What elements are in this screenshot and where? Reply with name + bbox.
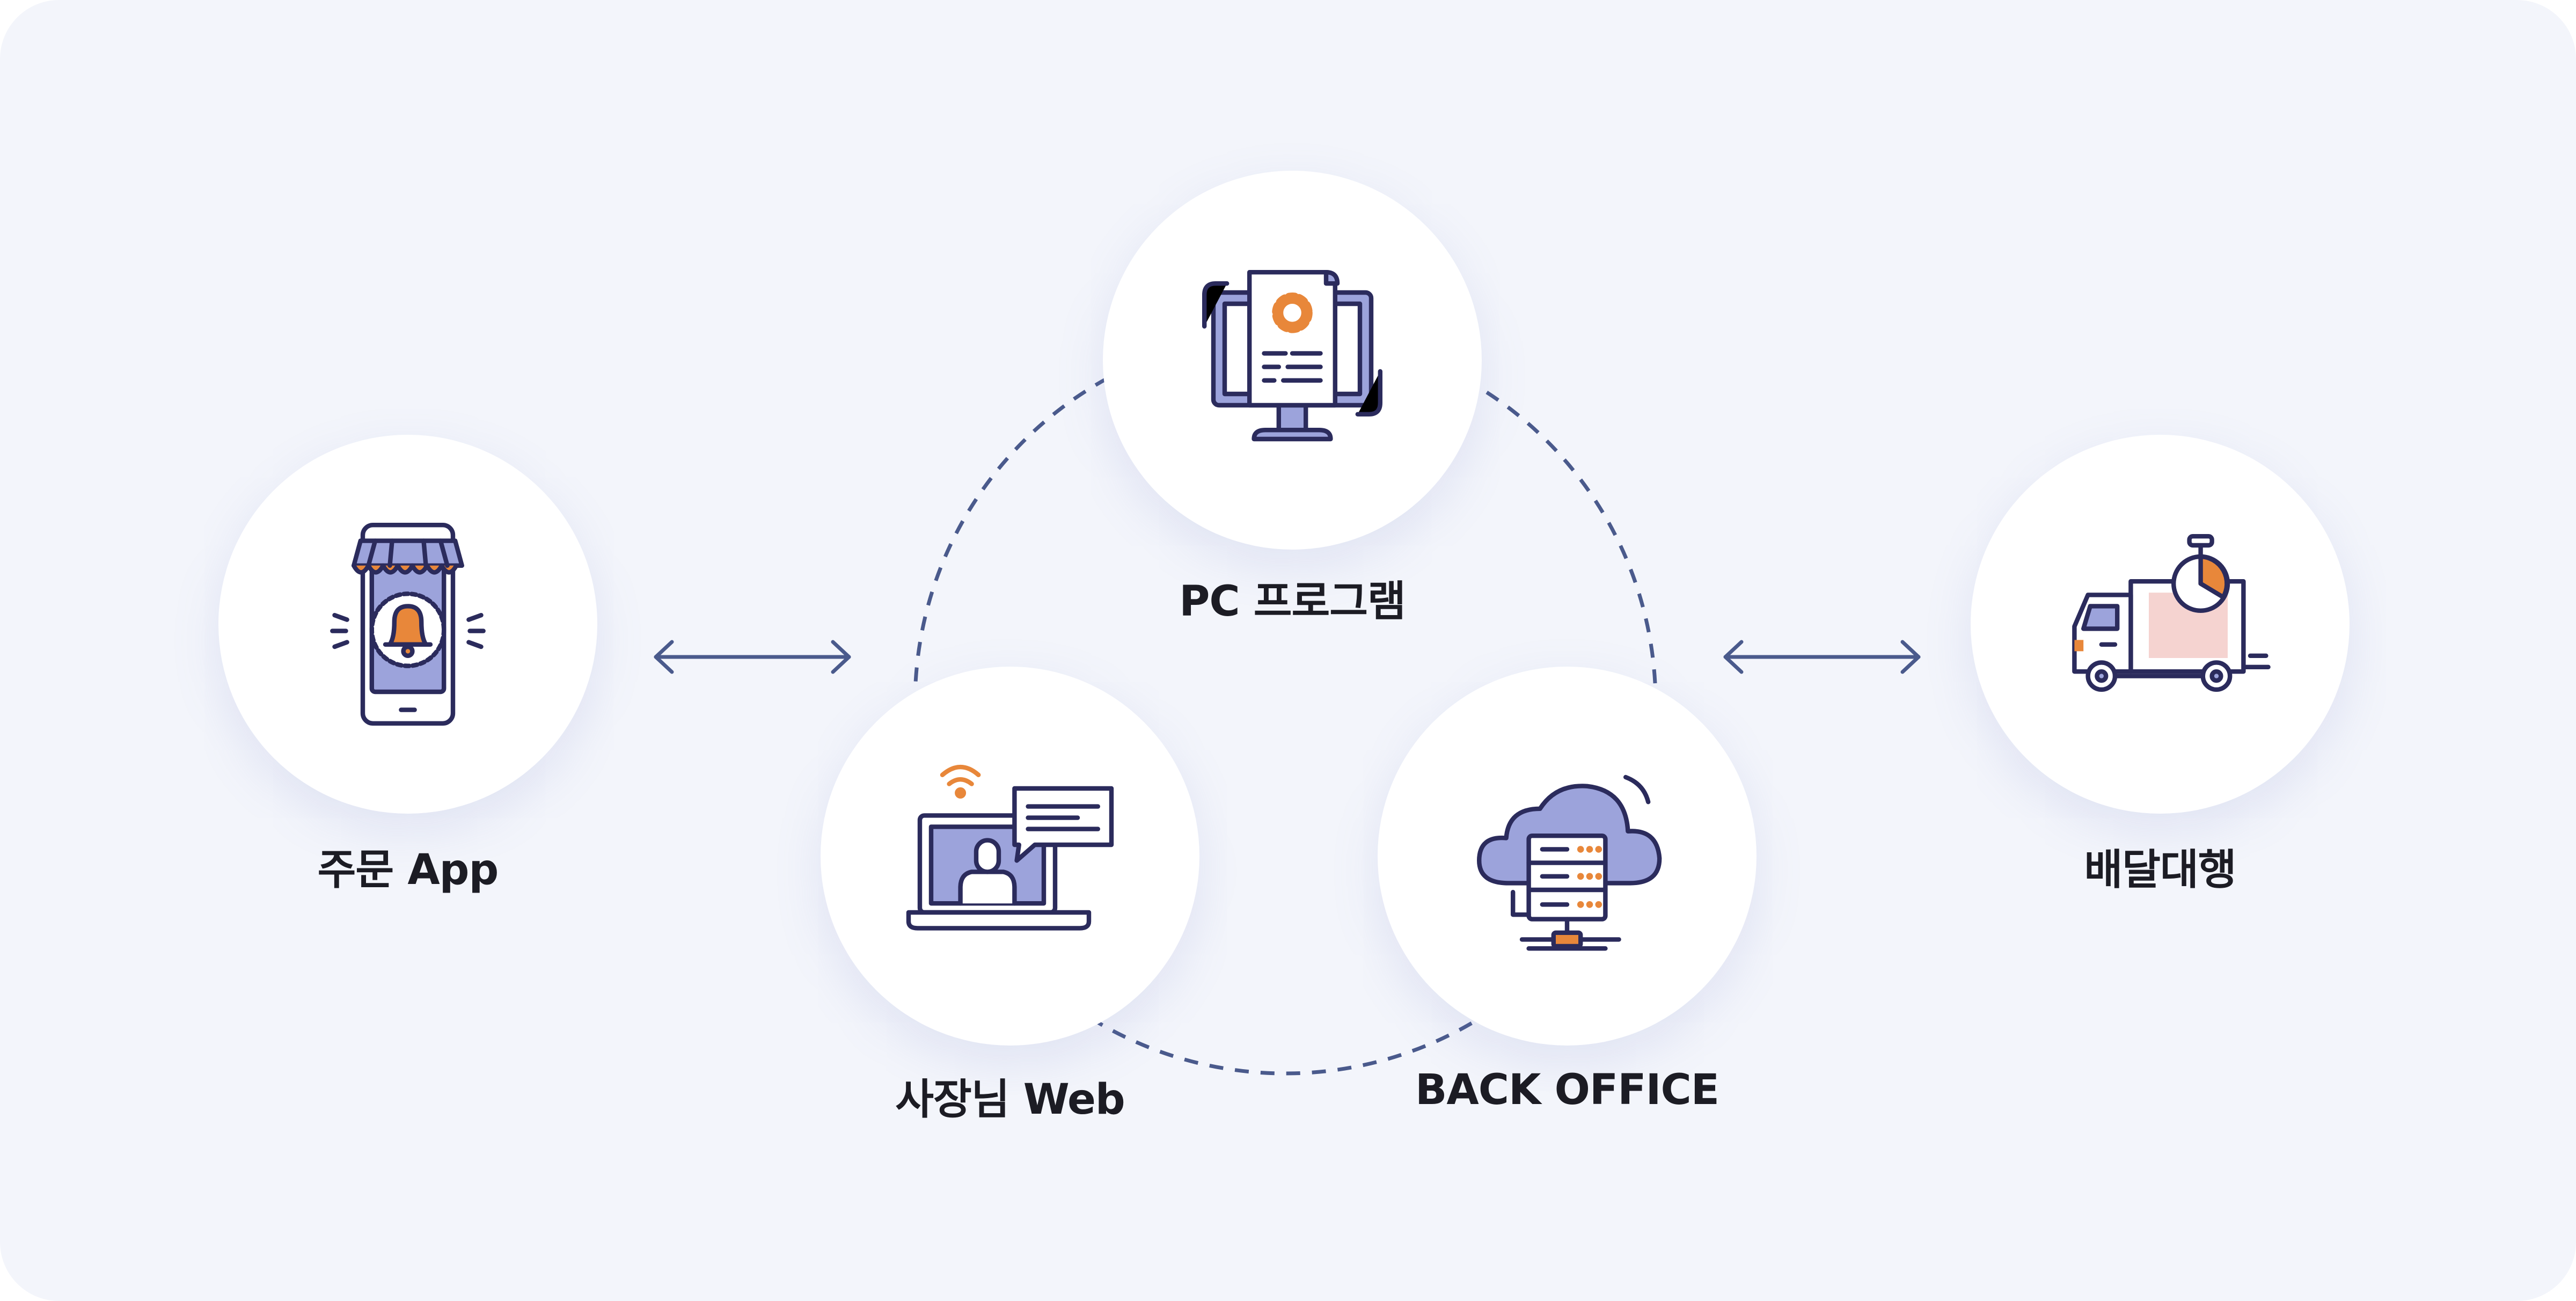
cloud-server-icon <box>1477 774 1662 951</box>
delivery-truck-timer-icon <box>2072 534 2271 692</box>
node-order-app <box>218 435 597 814</box>
label-back-office: BACK OFFICE <box>1415 1066 1719 1114</box>
node-delivery <box>1971 435 2350 814</box>
monitor-document-gear-icon <box>1202 270 1382 442</box>
node-owner-web <box>821 667 1199 1046</box>
label-order-app: 주문 App <box>317 846 499 894</box>
label-owner-web: 사장님 Web <box>895 1076 1125 1124</box>
label-pc-program: PC 프로그램 <box>1179 578 1406 626</box>
arrow-order-app-to-owner-web <box>654 640 851 674</box>
node-pc-program <box>1103 171 1482 550</box>
mobile-shop-bell-icon <box>330 523 486 726</box>
laptop-user-chat-icon <box>906 764 1114 931</box>
label-delivery: 배달대행 <box>2084 846 2236 894</box>
node-back-office <box>1378 667 1757 1046</box>
arrow-back-office-to-delivery <box>1723 640 1921 674</box>
